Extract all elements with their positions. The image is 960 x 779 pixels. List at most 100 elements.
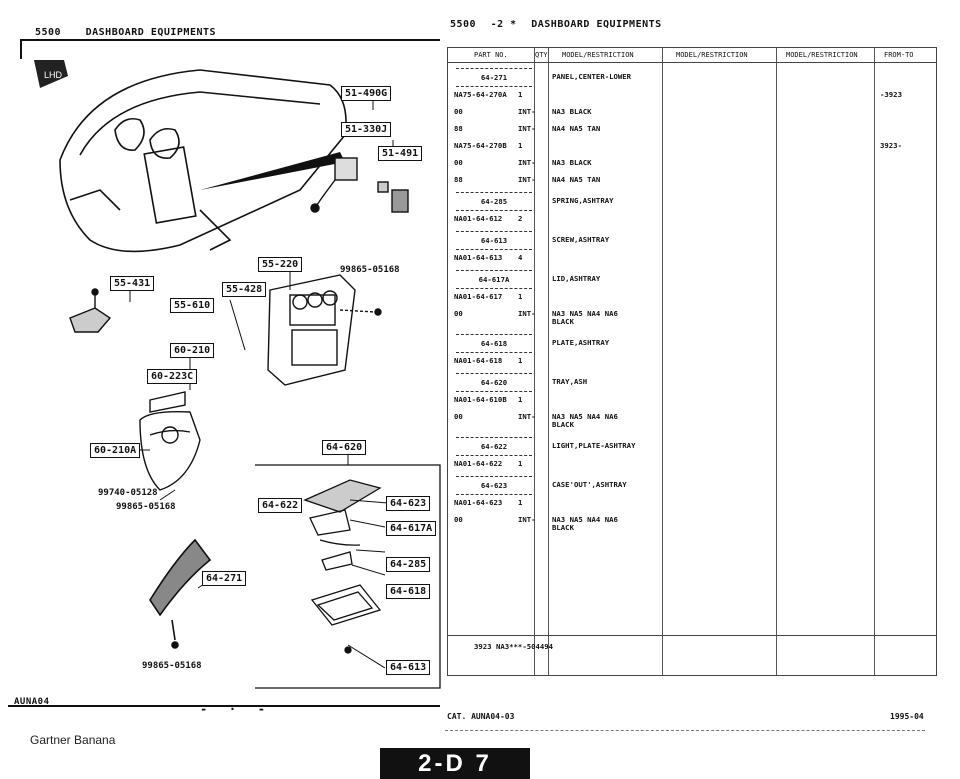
pointer-wedge [200,152,345,190]
parts-table: PART NO. QTY MODEL/RESTRICTION MODEL/RES… [447,47,937,676]
part-qty: 1 [518,395,523,404]
col-model-1: MODEL/RESTRICTION [562,51,634,59]
callout-51-490g: 51-490G [341,86,392,101]
callout-51-491: 51-491 [378,146,423,161]
part-qty: INT- [518,175,536,184]
part-number: NA01-64-617 [454,292,503,301]
part-qty: 1 [518,90,523,99]
part-description: LID,ASHTRAY [552,274,601,283]
callout-60-223c: 60-223C [147,369,198,384]
table-ref-box: 64-623 [456,476,532,495]
callout-60-210: 60-210 [170,343,215,358]
watermark-text: Gartner Banana [30,733,116,747]
table-ref-box: 64-617A [456,270,532,289]
callout-64-285: 64-285 [386,557,431,572]
part-number: 00 [454,309,463,318]
part-number: 88 [454,124,463,133]
part-number: NA75-64-270B [454,141,507,150]
table-ref-box: 64-613 [456,231,532,250]
callout-64-271: 64-271 [202,571,247,586]
lhd-badge: LHD [34,60,68,88]
part-description: CASE'OUT',ASHTRAY [552,480,627,489]
issue-date: 1995-04 [890,712,924,721]
part-number: 00 [454,107,463,116]
center-console [267,274,382,386]
left-header-tick [20,39,22,59]
part-description-line2: BLACK [552,523,574,532]
part-description-line2: BLACK [552,317,574,326]
part-number: NA01-64-623 [454,498,503,507]
part-description: NA4 NA5 TAN [552,175,601,184]
part-number: NA01-64-618 [454,356,503,365]
left-footer-code: AUNA04 [14,697,50,707]
part-description-line2: BLACK [552,420,574,429]
part-number: 00 [454,515,463,524]
part-qty: 1 [518,292,523,301]
table-footer: 3923 NA3***-504494 [448,635,936,676]
left-header-title: DASHBOARD EQUIPMENTS [85,27,217,38]
part-qty: 1 [518,356,523,365]
part-qty: 4 [518,253,523,262]
dashboard-exploded-diagram: LHD [34,60,441,689]
footnote: 3923 NA3***-504494 [474,642,554,651]
callout-64-620: 64-620 [322,440,367,455]
col-part-no: PART NO. [474,51,508,59]
page-number: 2-D 7 [418,750,492,777]
page-tab: 2-D 7 [380,748,530,779]
part-qty: INT- [518,515,536,524]
callout-51-330j: 51-330J [341,122,392,137]
part-description: SPRING,ASHTRAY [552,196,614,205]
part-description: NA3 BLACK [552,107,592,116]
right-header-code: 5500 [450,19,477,30]
callout-64-618: 64-618 [386,584,431,599]
part-number-screw-3: 99865-05168 [116,502,176,512]
catalog-number: CAT. AUNA04-03 [447,712,515,721]
console-cover [139,391,201,491]
part-qty: 2 [518,214,523,223]
part-description: PLATE,ASHTRAY [552,338,610,347]
col-model-2: MODEL/RESTRICTION [676,51,748,59]
part-qty: INT- [518,158,536,167]
part-qty: INT- [518,309,536,318]
part-description: NA3 NA5 NA4 NA6 [552,309,618,318]
part-number-screw-2: 99740-05128 [98,488,158,498]
callout-64-613: 64-613 [386,660,431,675]
table-ref-box: 64-271 [456,68,532,87]
part-number-screw-4: 99865-05168 [142,661,202,671]
part-qty: 1 [518,459,523,468]
left-footer-rule [8,705,440,707]
part-number: 00 [454,158,463,167]
callout-55-610: 55-610 [170,298,215,313]
table-header: PART NO. QTY MODEL/RESTRICTION MODEL/RES… [448,48,936,63]
right-header-sub: -2 * [490,19,517,30]
left-header: 5500 DASHBOARD EQUIPMENTS [35,27,216,38]
part-qty: INT- [518,107,536,116]
left-switch [69,288,112,333]
part-qty: INT- [518,124,536,133]
callout-55-428: 55-428 [222,282,267,297]
part-from-to: -3923 [880,90,902,99]
callout-64-623: 64-623 [386,496,431,511]
switch-module [310,157,409,213]
part-number-screw-1: 99865-05168 [340,265,400,275]
part-qty: INT- [518,412,536,421]
part-description: NA3 NA5 NA4 NA6 [552,412,618,421]
part-description: NA4 NA5 TAN [552,124,601,133]
right-header-title: DASHBOARD EQUIPMENTS [531,19,662,30]
part-description: PANEL,CENTER-LOWER [552,72,632,81]
part-description: NA3 NA5 NA4 NA6 [552,515,618,524]
left-header-rule [20,39,440,41]
col-qty: QTY [535,51,548,59]
col-model-3: MODEL/RESTRICTION [786,51,858,59]
part-description: NA3 BLACK [552,158,592,167]
right-footer-rule [445,730,925,731]
table-ref-box: 64-285 [456,192,532,211]
table-ref-box: 64-620 [456,373,532,392]
left-header-code: 5500 [35,27,62,38]
part-number: NA01-64-613 [454,253,503,262]
dashboard-outline [59,69,347,253]
table-ref-box: 64-622 [456,437,532,456]
table-ref-box: 64-618 [456,334,532,353]
part-number: 00 [454,412,463,421]
callout-60-210a: 60-210A [90,443,141,458]
